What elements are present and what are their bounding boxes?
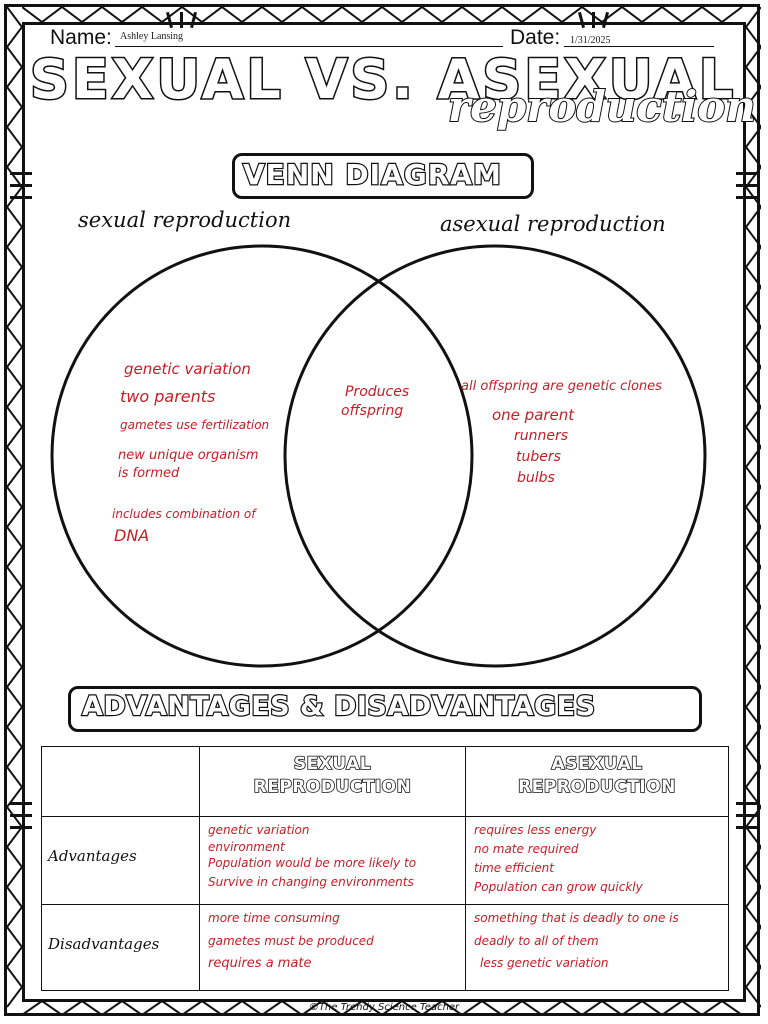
table-corner-cell: [41, 746, 200, 817]
tick-mark: [10, 184, 32, 187]
venn-right-item: runners: [514, 428, 569, 444]
tick-mark: [736, 826, 758, 829]
tick-mark: [736, 814, 758, 817]
row-label-advantages: Advantages: [48, 847, 137, 865]
cell-line: requires a mate: [208, 956, 312, 971]
cell-line: environment: [208, 840, 285, 854]
cell-line: something that is deadly to one is: [474, 911, 679, 925]
name-value: Ashley Lansing: [120, 31, 184, 42]
cell-line: gametes must be produced: [208, 934, 374, 948]
table-row-advantages: Advantages genetic variation environment…: [41, 816, 729, 905]
venn-center-item: offspring: [341, 403, 404, 419]
adv-heading-box: [68, 686, 702, 732]
tick-mark: [10, 196, 32, 199]
tick-mark: [736, 184, 758, 187]
cell-line: Survive in changing environments: [208, 875, 414, 889]
venn-left-item: two parents: [120, 387, 216, 406]
date-value: 1/31/2025: [570, 35, 611, 46]
venn-circle-asexual: [283, 244, 707, 668]
venn-left-label: sexual reproduction: [78, 208, 292, 232]
col-header-sexual: SEXUAL REPRODUCTION: [199, 746, 466, 817]
col-header-sexual-line1: SEXUAL: [293, 753, 372, 775]
col-header-asexual: ASEXUAL REPRODUCTION: [465, 746, 729, 817]
col-header-asexual-line2: REPRODUCTION: [517, 776, 676, 798]
tick-mark: [736, 172, 758, 175]
cell-asexual-disadvantages: something that is deadly to one is deadl…: [465, 904, 729, 991]
venn-left-item: new unique organism: [118, 448, 259, 463]
table-header-row: SEXUAL REPRODUCTION ASEXUAL REPRODUCTION: [41, 746, 729, 817]
page-title: SEXUAL VS. ASEXUAL: [28, 47, 737, 113]
col-header-asexual-line1: ASEXUAL: [551, 753, 643, 775]
row-label-cell: Advantages: [41, 816, 200, 905]
tick-mark: [10, 802, 32, 805]
cell-line: requires less energy: [474, 823, 597, 837]
venn-right-label: asexual reproduction: [440, 212, 666, 236]
venn-left-item: is formed: [118, 466, 180, 481]
tick-mark: [10, 826, 32, 829]
venn-right-item: one parent: [492, 406, 575, 424]
tick-mark: [180, 12, 183, 28]
venn-heading: VENN DIAGRAM: [242, 157, 502, 192]
cell-asexual-advantages: requires less energy no mate required ti…: [465, 816, 729, 905]
cell-line: genetic variation: [208, 823, 310, 837]
adv-heading: ADVANTAGES & DISADVANTAGES: [81, 690, 596, 723]
advantages-table: SEXUAL REPRODUCTION ASEXUAL REPRODUCTION…: [41, 746, 729, 991]
cell-line: no mate required: [474, 842, 579, 856]
venn-right-item: bulbs: [517, 470, 555, 486]
date-field-line[interactable]: [564, 46, 714, 47]
tick-mark: [736, 196, 758, 199]
venn-left-item: gametes use fertilization: [120, 418, 270, 432]
cell-sexual-disadvantages: more time consuming gametes must be prod…: [199, 904, 466, 991]
cell-line: Population can grow quickly: [474, 880, 643, 894]
row-label-cell: Disadvantages: [41, 904, 200, 991]
page-border-inner: [22, 22, 746, 1002]
cell-line: time efficient: [474, 861, 554, 875]
footer-credit: ©The Trendy Science Teacher: [308, 1002, 460, 1013]
venn-heading-box: [232, 153, 534, 199]
venn-circle-sexual: [50, 244, 474, 668]
venn-right-item: all offspring are genetic clones: [461, 379, 662, 394]
tick-mark: [592, 12, 595, 28]
venn-right-item: tubers: [516, 449, 561, 465]
cell-line: more time consuming: [208, 911, 340, 925]
venn-diagram: [50, 244, 707, 668]
venn-left-item: DNA: [114, 526, 150, 545]
venn-center-item: Produces: [345, 384, 410, 400]
tick-mark: [736, 802, 758, 805]
tick-mark: [10, 172, 32, 175]
row-label-disadvantages: Disadvantages: [48, 935, 160, 953]
cell-line: less genetic variation: [480, 956, 609, 970]
table-row-disadvantages: Disadvantages more time consuming gamete…: [41, 904, 729, 991]
name-field-line[interactable]: [115, 46, 503, 47]
cell-sexual-advantages: genetic variation environment Population…: [199, 816, 466, 905]
col-header-sexual-line2: REPRODUCTION: [253, 776, 412, 798]
page-subtitle: reproduction: [447, 81, 757, 132]
date-label: Date:: [510, 26, 561, 49]
cell-line: Population would be more likely to: [208, 856, 417, 870]
venn-left-item: includes combination of: [112, 507, 256, 521]
tick-mark: [10, 814, 32, 817]
name-label: Name:: [50, 26, 112, 49]
venn-left-item: genetic variation: [124, 360, 251, 378]
cell-line: deadly to all of them: [474, 934, 599, 948]
